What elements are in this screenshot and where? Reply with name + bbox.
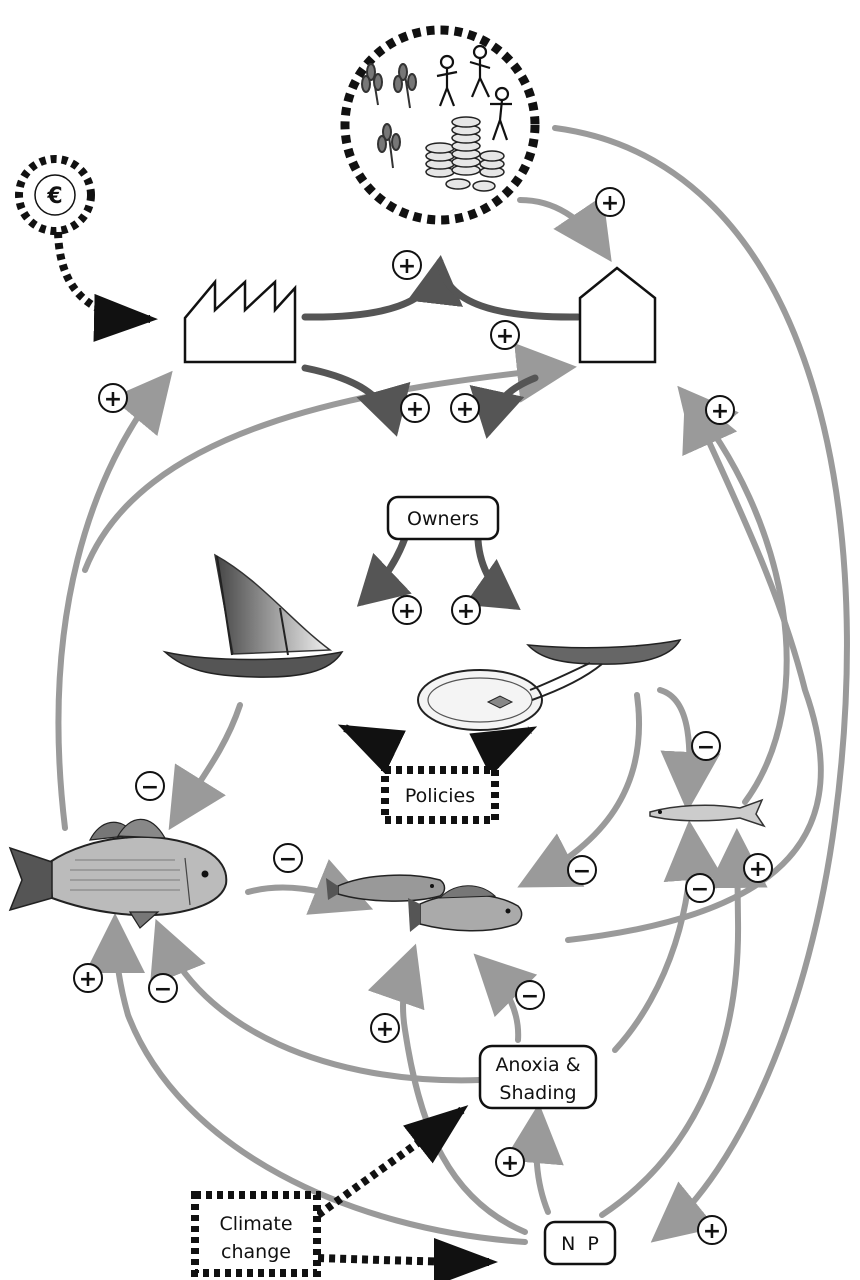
svg-text:−: − (697, 735, 715, 760)
svg-text:+: + (749, 857, 767, 882)
svg-text:+: + (496, 324, 514, 349)
sign-plus: + (371, 1014, 399, 1042)
anoxia-label-line2: Shading (499, 1082, 576, 1104)
processor-house-node (580, 268, 655, 362)
perch-to-house-arrow (85, 368, 565, 570)
sign-minus: − (516, 981, 544, 1009)
sailboat-to-perch-arrow (175, 705, 240, 820)
nutrients-to-anoxia-arrow (536, 1115, 548, 1212)
nutrients-label: N P (561, 1233, 599, 1255)
svg-text:+: + (501, 1151, 519, 1176)
svg-text:−: − (573, 859, 591, 884)
processor-house-icon (580, 268, 655, 362)
svg-text:−: − (521, 984, 539, 1009)
community-node (345, 30, 535, 220)
euro-node: € (19, 159, 91, 231)
sign-plus: + (596, 188, 624, 216)
sign-plus: + (452, 596, 480, 624)
svg-text:+: + (79, 967, 97, 992)
nutrients-to-sardine-arrow (602, 840, 738, 1215)
nile-perch-node (10, 819, 226, 928)
sign-minus: − (568, 856, 596, 884)
svg-text:+: + (703, 1219, 721, 1244)
climate-to-nutrients-arrow (318, 1258, 490, 1262)
sign-plus: + (74, 964, 102, 992)
svg-text:+: + (398, 599, 416, 624)
nile-perch-icon (10, 819, 226, 928)
svg-text:+: + (711, 399, 729, 424)
community-to-house-arrow (520, 200, 605, 252)
sign-plus: + (496, 1148, 524, 1176)
euro-symbol: € (46, 184, 62, 209)
sign-plus: + (706, 396, 734, 424)
sign-plus: + (491, 321, 519, 349)
euro-to-factory-arrow (58, 232, 150, 319)
owners-to-netboat-arrow (478, 540, 515, 606)
factory-node (185, 282, 295, 362)
owners-node: Owners (388, 497, 498, 539)
anoxia-node: Anoxia & Shading (480, 1046, 596, 1108)
cichlid-to-house-arrow (568, 400, 821, 940)
anoxia-to-sardine-arrow (615, 832, 691, 1050)
svg-text:+: + (376, 1017, 394, 1042)
svg-text:+: + (398, 254, 416, 279)
svg-text:+: + (457, 599, 475, 624)
svg-text:+: + (406, 397, 424, 422)
sign-plus: + (698, 1216, 726, 1244)
signs: + + + + + + + + + − − − − + − + − − + + … (74, 188, 772, 1244)
house-to-community-arrow (440, 262, 578, 317)
climate-to-anoxia-arrow (318, 1110, 462, 1215)
climate-label-line2: change (221, 1241, 291, 1263)
sail-boat-icon (165, 555, 342, 677)
house-to-owners-arrow (488, 378, 535, 432)
policies-label: Policies (405, 785, 475, 807)
factory-icon (185, 282, 295, 362)
sign-minus: − (136, 772, 164, 800)
anoxia-label-line1: Anoxia & (495, 1054, 580, 1076)
sail-boat-node (165, 555, 342, 677)
climate-node: Climate change (195, 1195, 317, 1273)
dark-arrows (305, 262, 578, 606)
sign-plus: + (393, 251, 421, 279)
sign-plus: + (99, 384, 127, 412)
svg-text:−: − (691, 877, 709, 902)
driver-arrows (58, 232, 530, 1262)
svg-text:+: + (601, 191, 619, 216)
policies-node: Policies (385, 770, 495, 820)
sign-minus: − (686, 874, 714, 902)
netboat-to-cichlid-arrow (528, 695, 639, 882)
svg-text:−: − (154, 977, 172, 1002)
sign-minus: − (149, 974, 177, 1002)
policies-to-netboat-arrow (495, 730, 530, 768)
owners-to-sailboat-arrow (362, 538, 405, 602)
sign-minus: − (274, 844, 302, 872)
owners-label: Owners (407, 508, 479, 530)
svg-text:−: − (141, 775, 159, 800)
climate-label-line1: Climate (219, 1213, 292, 1235)
nutrients-node: N P (545, 1222, 615, 1264)
svg-text:−: − (279, 847, 297, 872)
sign-plus: + (451, 394, 479, 422)
sign-plus: + (744, 854, 772, 882)
anoxia-to-perch-arrow (160, 930, 480, 1080)
netboat-to-sardine-arrow (660, 690, 689, 800)
sign-plus: + (393, 596, 421, 624)
sign-minus: − (692, 732, 720, 760)
perch-to-factory-arrow (58, 380, 165, 828)
svg-text:+: + (456, 397, 474, 422)
policies-to-sailboat-arrow (345, 728, 385, 768)
sign-plus: + (401, 394, 429, 422)
svg-text:+: + (104, 387, 122, 412)
anoxia-to-cichlid-arrow (482, 962, 518, 1040)
